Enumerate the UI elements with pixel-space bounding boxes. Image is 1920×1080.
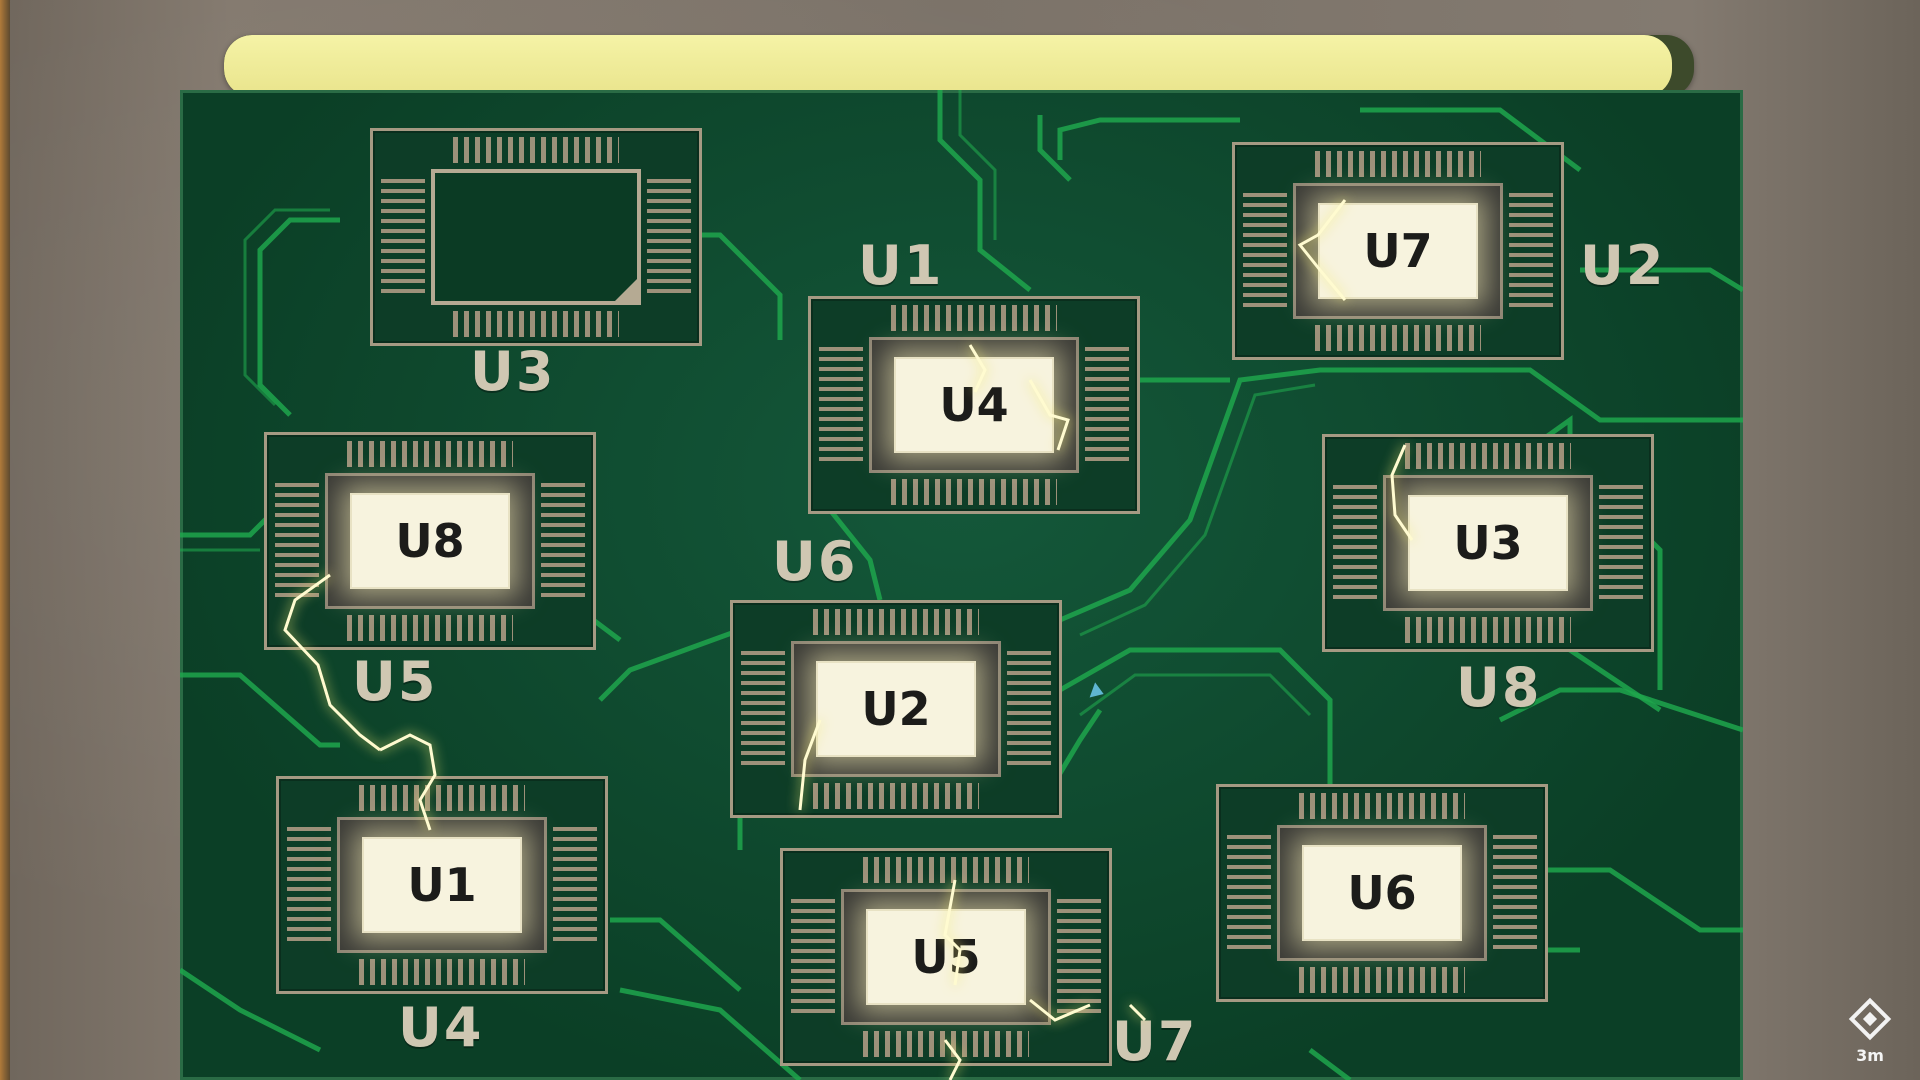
- slot-label-u3: U3: [470, 340, 556, 403]
- chip-u2[interactable]: U2: [816, 661, 976, 757]
- waypoint-distance: 3m: [1856, 1046, 1884, 1065]
- chip-u8[interactable]: U8: [350, 493, 510, 589]
- slot-label-u5: U5: [352, 650, 438, 713]
- waypoint-diamond-icon: [1848, 997, 1892, 1041]
- slot-unlabeled[interactable]: U6: [1216, 784, 1548, 1002]
- chip-u7[interactable]: U7: [1318, 203, 1478, 299]
- empty-socket[interactable]: [431, 169, 641, 305]
- slot-u8[interactable]: U3: [1322, 434, 1654, 652]
- slot-u5[interactable]: U8: [264, 432, 596, 650]
- slot-u4[interactable]: U1: [276, 776, 608, 994]
- chip-u3[interactable]: U3: [1408, 495, 1568, 591]
- slot-u1[interactable]: U4: [808, 296, 1140, 514]
- slot-u3[interactable]: [370, 128, 702, 346]
- slot-label-u1: U1: [858, 234, 944, 297]
- slot-u2[interactable]: U7: [1232, 142, 1564, 360]
- progress-fill: [224, 35, 1672, 97]
- waypoint-marker: 3m: [1840, 997, 1900, 1074]
- slot-u6[interactable]: U2: [730, 600, 1062, 818]
- slot-label-u8: U8: [1456, 656, 1542, 719]
- chip-u1[interactable]: U1: [362, 837, 522, 933]
- chip-u6[interactable]: U6: [1302, 845, 1462, 941]
- slot-u7[interactable]: U5: [780, 848, 1112, 1066]
- slot-label-u2: U2: [1580, 234, 1666, 297]
- chip-u4[interactable]: U4: [894, 357, 1054, 453]
- chip-u5[interactable]: U5: [866, 909, 1026, 1005]
- slot-label-u7: U7: [1112, 1010, 1198, 1073]
- slot-label-u6: U6: [772, 530, 858, 593]
- slot-label-u4: U4: [398, 996, 484, 1059]
- progress-bar: [224, 35, 1694, 97]
- wall-edge: [0, 0, 10, 1080]
